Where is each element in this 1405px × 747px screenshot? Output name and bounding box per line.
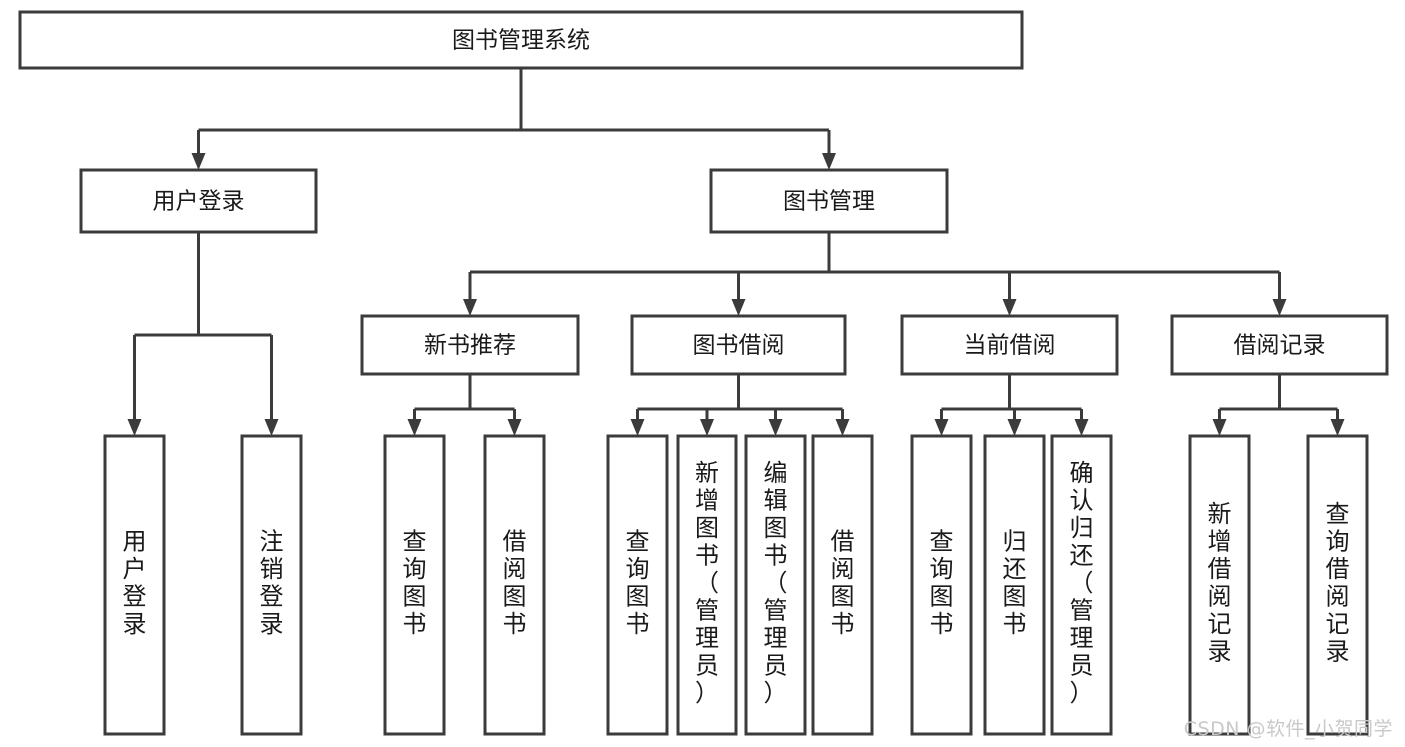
- conn-book-borrow-arrow-0: [630, 419, 645, 436]
- node-box-book-borrow[interactable]: [630, 314, 847, 376]
- node-leaf-query-book-2[interactable]: 查询图书: [606, 434, 669, 736]
- node-leaf-borrow-book-1[interactable]: 借阅图书: [483, 434, 546, 736]
- conn-book-management-arrow-1: [731, 299, 746, 316]
- node-box-leaf-add-record[interactable]: [1188, 434, 1251, 736]
- node-current-borrow[interactable]: 当前借阅: [900, 314, 1119, 376]
- node-label-leaf-borrow-book-2: 借阅图书: [831, 528, 855, 639]
- node-box-leaf-borrow-book-2[interactable]: [811, 434, 874, 736]
- node-label-leaf-return-book: 归还图书: [1003, 528, 1027, 639]
- node-leaf-user-login[interactable]: 用户登录: [103, 434, 166, 736]
- conn-current-borrow-arrow-0: [934, 419, 949, 436]
- node-new-book-recommend[interactable]: 新书推荐: [360, 314, 580, 376]
- node-label-new-book-recommend: 新书推荐: [424, 333, 516, 359]
- node-label-leaf-add-book: 新增图书（管理员）: [695, 459, 719, 707]
- conn-book-management-arrow-2: [1002, 299, 1017, 316]
- conn-user-login-arrow-0: [127, 419, 142, 436]
- boxes-layer: 图书管理系统用户登录图书管理新书推荐图书借阅当前借阅借阅记录用户登录注销登录查询…: [18, 10, 1389, 736]
- node-box-borrow-record[interactable]: [1170, 314, 1389, 376]
- conn-root-arrow-0: [191, 153, 206, 170]
- node-leaf-logout[interactable]: 注销登录: [240, 434, 303, 736]
- node-label-leaf-borrow-book-1: 借阅图书: [503, 528, 527, 639]
- conn-borrow-record-arrow-1: [1330, 419, 1345, 436]
- conn-book-management-arrow-0: [463, 299, 477, 316]
- conn-new-book-recommend-arrow-1: [507, 419, 522, 436]
- node-book-management[interactable]: 图书管理: [709, 168, 949, 234]
- conn-user-login-arrow-1: [264, 419, 279, 436]
- conn-book-borrow-arrow-1: [700, 419, 714, 436]
- node-box-leaf-query-book-1[interactable]: [383, 434, 446, 736]
- node-leaf-return-book[interactable]: 归还图书: [983, 434, 1046, 736]
- node-box-leaf-add-book[interactable]: [676, 434, 738, 736]
- node-label-leaf-query-record: 查询借阅记录: [1326, 500, 1350, 666]
- node-leaf-query-book-1[interactable]: 查询图书: [383, 434, 446, 736]
- node-leaf-query-record[interactable]: 查询借阅记录: [1306, 434, 1369, 736]
- conn-root-arrow-1: [822, 153, 836, 170]
- node-user-login[interactable]: 用户登录: [79, 168, 318, 234]
- conn-book-management-arrow-3: [1272, 299, 1287, 316]
- node-label-book-borrow: 图书借阅: [693, 333, 785, 359]
- node-box-leaf-logout[interactable]: [240, 434, 303, 736]
- node-label-leaf-add-record: 新增借阅记录: [1208, 500, 1232, 666]
- node-label-book-management: 图书管理: [783, 189, 875, 215]
- node-book-borrow[interactable]: 图书借阅: [630, 314, 847, 376]
- node-box-leaf-edit-book[interactable]: [744, 434, 807, 736]
- node-leaf-add-record[interactable]: 新增借阅记录: [1188, 434, 1251, 736]
- conn-book-borrow-arrow-3: [835, 419, 850, 436]
- connectors-layer: [127, 68, 1345, 436]
- node-leaf-edit-book[interactable]: 编辑图书（管理员）: [744, 434, 807, 736]
- node-label-leaf-user-login: 用户登录: [123, 528, 147, 639]
- node-label-user-login: 用户登录: [153, 189, 245, 215]
- node-box-leaf-query-book-2[interactable]: [606, 434, 669, 736]
- node-label-root: 图书管理系统: [452, 28, 590, 54]
- node-box-user-login[interactable]: [79, 168, 318, 234]
- node-box-leaf-confirm-return[interactable]: [1050, 434, 1113, 736]
- node-root[interactable]: 图书管理系统: [18, 10, 1024, 70]
- node-box-leaf-borrow-book-1[interactable]: [483, 434, 546, 736]
- conn-book-borrow-arrow-2: [768, 419, 783, 436]
- node-label-leaf-query-book-2: 查询图书: [626, 528, 650, 639]
- node-box-leaf-query-book-3[interactable]: [910, 434, 973, 736]
- node-label-leaf-confirm-return: 确认归还（管理员）: [1070, 459, 1094, 707]
- node-box-root[interactable]: [18, 10, 1024, 70]
- node-box-new-book-recommend[interactable]: [360, 314, 580, 376]
- conn-new-book-recommend-arrow-0: [407, 419, 422, 436]
- node-leaf-confirm-return[interactable]: 确认归还（管理员）: [1050, 434, 1113, 736]
- conn-current-borrow-arrow-2: [1074, 419, 1089, 436]
- node-label-leaf-query-book-1: 查询图书: [403, 528, 427, 639]
- node-box-leaf-query-record[interactable]: [1306, 434, 1369, 736]
- node-label-borrow-record: 借阅记录: [1234, 333, 1326, 359]
- node-leaf-add-book[interactable]: 新增图书（管理员）: [676, 434, 738, 736]
- node-leaf-query-book-3[interactable]: 查询图书: [910, 434, 973, 736]
- node-label-leaf-query-book-3: 查询图书: [930, 528, 954, 639]
- node-borrow-record[interactable]: 借阅记录: [1170, 314, 1389, 376]
- node-label-leaf-logout: 注销登录: [260, 528, 284, 639]
- conn-borrow-record-arrow-0: [1212, 419, 1227, 436]
- node-label-leaf-edit-book: 编辑图书（管理员）: [764, 459, 788, 707]
- node-box-current-borrow[interactable]: [900, 314, 1119, 376]
- node-box-leaf-return-book[interactable]: [983, 434, 1046, 736]
- node-leaf-borrow-book-2[interactable]: 借阅图书: [811, 434, 874, 736]
- node-label-current-borrow: 当前借阅: [964, 333, 1056, 359]
- conn-current-borrow-arrow-1: [1007, 419, 1022, 436]
- node-box-leaf-user-login[interactable]: [103, 434, 166, 736]
- node-box-book-management[interactable]: [709, 168, 949, 234]
